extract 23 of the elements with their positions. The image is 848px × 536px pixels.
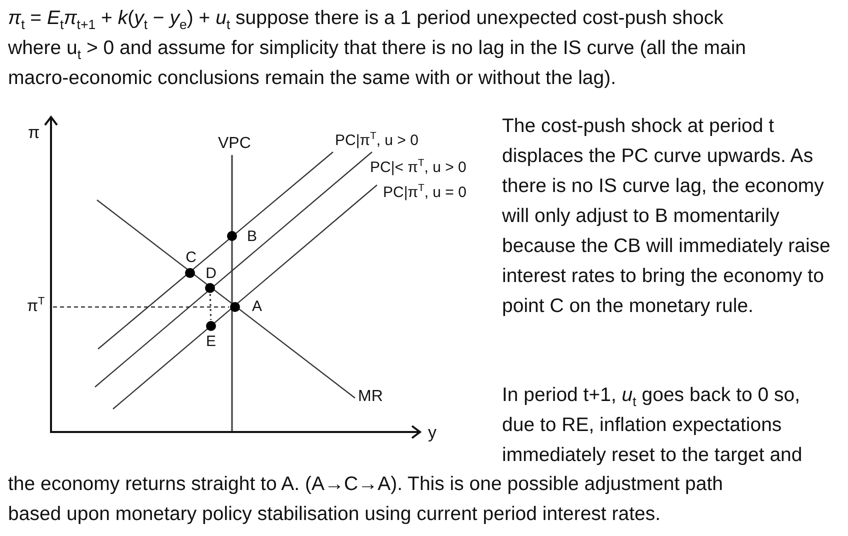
point-label: D [206, 265, 216, 283]
explanation-paragraph: the economy returns straight to A. (A→C→A). This is one possible adjustment path based upon monetary policy stabilisation using current period interest rates. [8, 472, 724, 527]
dotted-line [209, 294, 212, 320]
point-marker [185, 268, 195, 278]
curve-label: PC|< π$^{T}$, u > 0 [370, 159, 466, 177]
axis-tick-label: π$^{T}$ [27, 298, 45, 316]
intro-paragraph: π$_{t}$ = E$_{t}$π$_{t+1}$ + k(y$_{t}$ − y$_{e}$) + u$_{t}$ suppose there is a 1 period unexpected cost-push shock where u$_{t}$ > 0 and assume for simplicity that there is no lag in the IS curve (all the main macro-economic conclusions remain the same with or without the lag). [8, 6, 748, 91]
point-marker [205, 283, 215, 293]
point-label: A [252, 298, 262, 316]
point-label: C [186, 249, 196, 267]
axis-label: π [28, 124, 40, 142]
point-marker [230, 302, 240, 312]
point-label: B [247, 228, 258, 246]
point-marker [206, 321, 216, 331]
curve-label: VPC [218, 135, 251, 153]
point-marker [227, 231, 237, 241]
curve-label: PC|π$^{T}$, u > 0 [335, 132, 418, 150]
explanation-paragraph: The cost-push shock at period t displaces the PC curve upwards. As there is no IS curve lag, the economy will only adjust to B momentarily because the CB will immediately raise interest rates to bring the economy to point C on the monetary rule. [502, 114, 832, 319]
curve-label: MR [358, 388, 383, 406]
axis-label: y [428, 424, 436, 442]
explanation-paragraph: In period t+1, u$_{t}$ goes back to 0 so, due to RE, inflation expectations immediately reset to the target and [502, 383, 804, 468]
curve-label: PC|π$^{T}$, u = 0 [383, 184, 466, 202]
point-label: E [206, 333, 216, 351]
